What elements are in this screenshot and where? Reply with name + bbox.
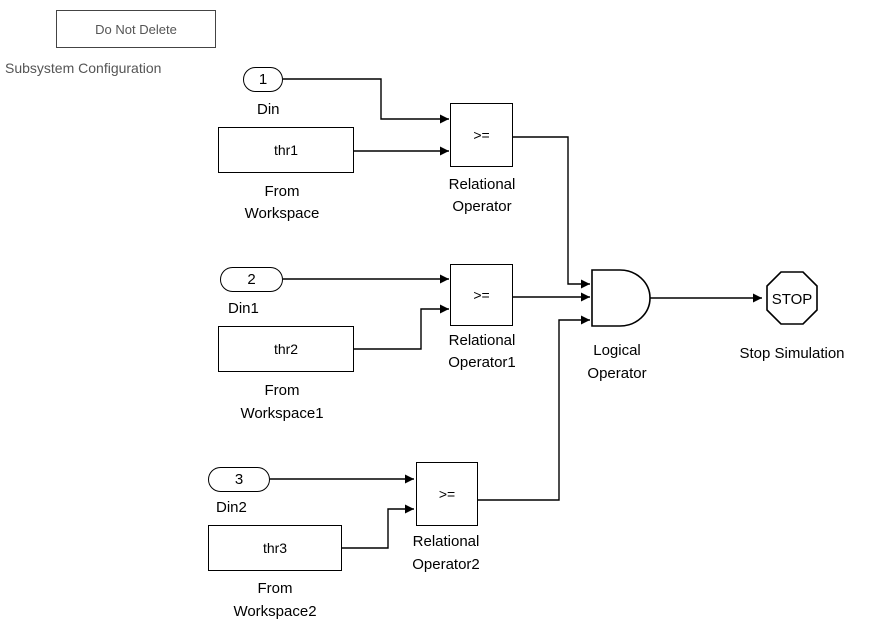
inport-din1[interactable]: 2 [220,267,283,292]
wire-thr3-to-relop2 [342,504,414,549]
from-workspace1-block[interactable]: thr2 [218,326,354,372]
stop-simulation-block[interactable] [766,271,818,325]
wire-relop2-to-logical [478,315,590,501]
relop-label-line2: Operator [452,198,512,215]
inport-din-label: Din [257,101,280,118]
inport-din1-label: Din1 [228,300,259,317]
relop-symbol: >= [473,127,490,143]
subsystem-configuration-block[interactable]: Do Not Delete [56,10,216,48]
relational-operator2-block[interactable]: >= [416,462,478,526]
relop1-label-line2: Operator1 [448,354,516,371]
relop2-label-line1: Relational [412,533,480,550]
wire-thr2-to-relop1 [354,304,449,350]
workspace2-label-line2: Workspace2 [233,603,317,620]
from-workspace-block[interactable]: thr1 [218,127,354,173]
relop-symbol: >= [438,486,456,502]
from-workspace2-block[interactable]: thr3 [208,525,342,571]
logical-label-line2: Operator [587,365,647,382]
workspace-variable: thr1 [273,142,299,158]
inport-number: 2 [247,271,256,288]
workspace1-label-line2: Workspace1 [240,405,324,422]
relop-label-line1: Relational [448,176,516,193]
stop-label: Stop Simulation [739,345,845,362]
wire-din-to-relop [283,78,449,124]
workspace-variable: thr3 [262,540,288,556]
relop-symbol: >= [473,287,490,303]
inport-number: 1 [258,71,268,88]
logical-label-line1: Logical [593,342,641,359]
relop1-label-line1: Relational [448,332,516,349]
inport-din2[interactable]: 3 [208,467,270,492]
wire-relop-to-logical-1 [513,136,590,289]
relational-operator1-block[interactable]: >= [450,264,513,326]
stop-symbol: STOP [772,291,813,308]
config-block-text: Do Not Delete [95,21,177,37]
inport-din[interactable]: 1 [243,67,283,92]
relop2-label-line2: Operator2 [412,556,480,573]
workspace1-label-line1: From [264,382,300,399]
workspace2-label-line1: From [257,580,293,597]
workspace-variable: thr2 [273,341,299,357]
logical-operator-block[interactable] [591,269,651,327]
workspace-label-line1: From [264,183,300,200]
inport-number: 3 [234,471,244,488]
inport-din2-label: Din2 [216,499,247,516]
relational-operator-block[interactable]: >= [450,103,513,167]
config-label: Subsystem Configuration [5,60,162,76]
workspace-label-line2: Workspace [244,205,320,222]
